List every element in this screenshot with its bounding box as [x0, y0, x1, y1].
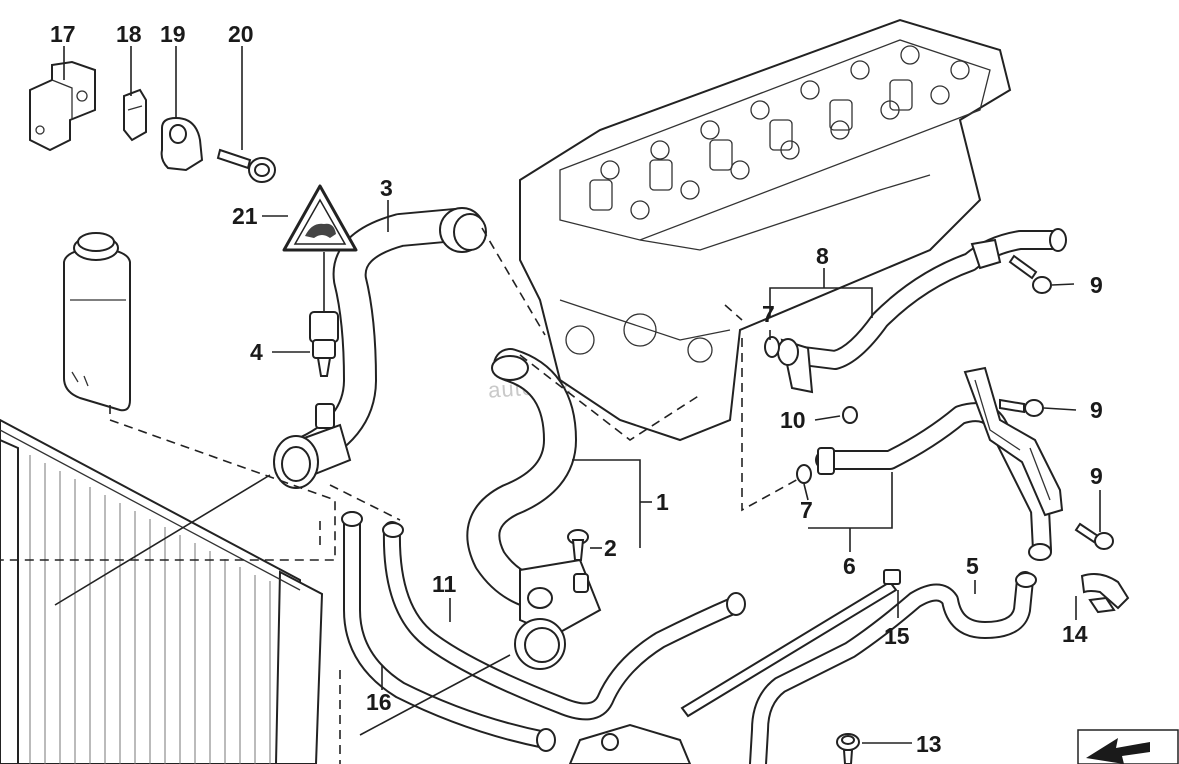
callout-7-b: 7 — [800, 497, 813, 523]
bolt-13 — [836, 733, 860, 764]
hose-11 — [382, 521, 746, 721]
clamp-19 — [160, 116, 204, 172]
callout-15: 15 — [884, 623, 910, 649]
screw-2 — [567, 529, 589, 561]
hose-8 — [777, 228, 1067, 394]
cable-tie-15 — [680, 569, 901, 718]
expansion-tank — [63, 232, 131, 412]
callout-11: 11 — [432, 571, 457, 597]
callout-20: 20 — [228, 21, 254, 47]
hose-1-lower-radiator — [466, 348, 602, 670]
callout-16: 16 — [366, 689, 392, 715]
callout-5: 5 — [966, 553, 979, 579]
callout-1: 1 — [656, 489, 669, 515]
pump-housing-bottom — [568, 723, 692, 764]
callout-18: 18 — [116, 21, 142, 47]
callout-8: 8 — [816, 243, 829, 269]
radiator — [0, 418, 324, 764]
hose-clip-14 — [1080, 573, 1130, 614]
screw-20 — [216, 148, 276, 183]
o-ring-7-upper — [764, 336, 780, 358]
temperature-sensor-4 — [309, 311, 339, 377]
bracket-17 — [29, 60, 96, 152]
callout-2: 2 — [604, 535, 617, 561]
callout-17: 17 — [50, 21, 76, 47]
o-ring-7-lower — [796, 464, 812, 484]
callout-9-c: 9 — [1090, 463, 1103, 489]
warning-label-21 — [282, 184, 358, 252]
callout-3: 3 — [380, 175, 393, 201]
callout-7-a: 7 — [762, 301, 775, 327]
callout-labels: 17 18 19 20 21 3 4 8 9 7 10 9 9 7 6 1 2 … — [50, 21, 1103, 757]
callout-21: 21 — [232, 203, 258, 229]
hose-bracket — [963, 366, 1064, 517]
clip-18 — [123, 88, 147, 142]
hose-5 — [749, 571, 1037, 764]
callout-14: 14 — [1062, 621, 1088, 647]
bolt-9-a — [1008, 254, 1052, 294]
callout-13: 13 — [916, 731, 942, 757]
hose-3-upper-radiator — [283, 207, 487, 472]
routing-dashed-lines — [0, 227, 801, 764]
engine-cylinder-head — [519, 18, 1012, 442]
leader-lines — [54, 46, 1101, 744]
plug-10 — [842, 406, 858, 424]
bolt-9-b — [999, 398, 1044, 417]
callout-10: 10 — [780, 407, 806, 433]
front-direction-arrow — [1077, 729, 1179, 764]
bolt-9-c — [1074, 522, 1114, 550]
thermostat-t-connector — [273, 403, 352, 489]
callout-9-a: 9 — [1090, 272, 1103, 298]
hose-16 — [341, 511, 556, 752]
callout-9-b: 9 — [1090, 397, 1103, 423]
callout-4: 4 — [250, 339, 263, 365]
callout-19: 19 — [160, 21, 186, 47]
callout-6: 6 — [843, 553, 856, 579]
